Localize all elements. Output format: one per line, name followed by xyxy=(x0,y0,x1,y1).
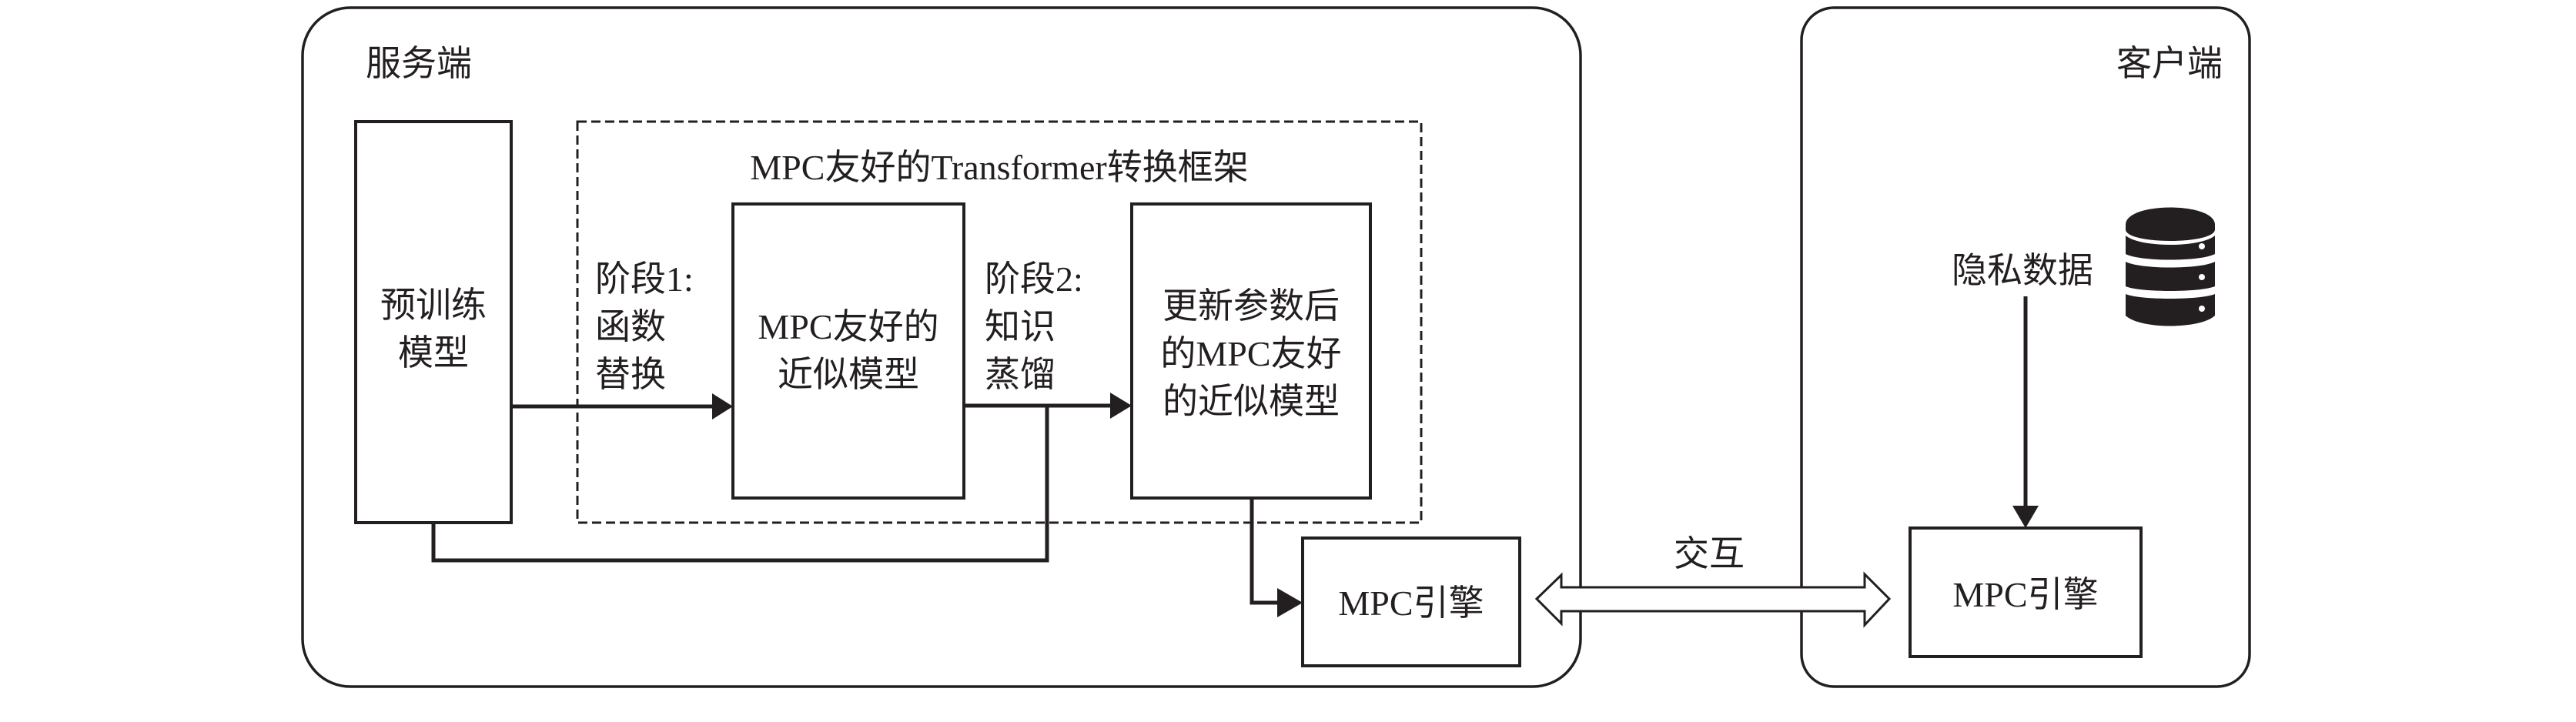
stage1-label-line-2: 函数 xyxy=(595,307,666,346)
stage2-label-line-3: 蒸馏 xyxy=(985,355,1055,394)
stage2-label-line-2: 知识 xyxy=(985,307,1055,346)
stage1-label: 阶段1: 函数 替换 xyxy=(595,259,694,394)
database-led-1 xyxy=(2199,243,2205,249)
updated-model-line-1: 更新参数后 xyxy=(1163,286,1340,326)
stage1-label-line-3: 替换 xyxy=(595,355,666,394)
updated-model-line-2: 的MPC友好 xyxy=(1160,334,1341,373)
conversion-framework: MPC友好的Transformer转换框架 xyxy=(576,120,1423,524)
distillation-teacher-connector xyxy=(431,406,1049,563)
approx-model-line-1: MPC友好的 xyxy=(758,307,938,346)
updated-model-node: 更新参数后 的MPC友好 的近似模型 xyxy=(1130,202,1372,500)
database-layer-3 xyxy=(2126,294,2215,326)
database-layer-2 xyxy=(2126,262,2215,291)
client-mpc-engine-label: MPC引擎 xyxy=(1952,575,2098,614)
stage2-label: 阶段2: 知识 蒸馏 xyxy=(985,259,1083,394)
client-boundary xyxy=(1800,6,2251,688)
private-data-label: 隐私数据 xyxy=(1952,251,2093,290)
framework-title: MPC友好的Transformer转换框架 xyxy=(750,148,1248,187)
stage2-label-line-1: 阶段2: xyxy=(985,259,1083,299)
database-layer-1 xyxy=(2126,236,2215,260)
deploy-arrow-line xyxy=(1250,498,1286,605)
bidirectional-arrow-icon xyxy=(1534,571,1892,628)
server-container: 服务端 xyxy=(301,6,1582,688)
deploy-arrow xyxy=(1250,498,1303,617)
pretrained-model-line-2: 模型 xyxy=(398,333,469,373)
database-led-2 xyxy=(2199,274,2205,280)
server-boundary xyxy=(301,6,1582,688)
client-title: 客户端 xyxy=(2116,44,2223,83)
interaction-label: 交互 xyxy=(1674,534,1745,573)
server-mpc-engine-label: MPC引擎 xyxy=(1338,583,1484,623)
updated-model-line-3: 的近似模型 xyxy=(1163,382,1340,421)
client-mpc-engine-node: MPC引擎 xyxy=(1909,526,2143,658)
approx-model-node: MPC友好的 近似模型 xyxy=(731,202,965,500)
deploy-arrowhead-icon xyxy=(1277,588,1303,617)
stage1-label-line-1: 阶段1: xyxy=(595,259,694,299)
server-mpc-engine-node: MPC引擎 xyxy=(1301,536,1521,667)
private-data-arrowhead-icon xyxy=(2012,506,2039,528)
database-led-3 xyxy=(2199,306,2205,312)
approx-model-box xyxy=(731,202,965,500)
pretrained-model-node: 预训练 模型 xyxy=(354,120,513,524)
stage2-arrowhead-icon xyxy=(1110,393,1132,419)
server-title: 服务端 xyxy=(366,44,472,83)
client-container: 客户端 xyxy=(1800,6,2251,688)
client-mpc-engine-box xyxy=(1909,526,2143,658)
private-data-node: 隐私数据 xyxy=(1952,207,2215,528)
server-mpc-engine-box xyxy=(1301,536,1521,667)
database-top-disk xyxy=(2126,207,2215,241)
updated-model-box xyxy=(1130,202,1372,500)
stage1-arrowhead-icon xyxy=(712,393,733,419)
pretrained-model-line-1: 预训练 xyxy=(380,286,487,325)
pretrained-model-box xyxy=(354,120,513,524)
stage2-arrow xyxy=(964,393,1132,419)
interaction-arrow: 交互 xyxy=(1534,534,1892,628)
database-icon xyxy=(2126,207,2215,326)
stage1-arrow xyxy=(511,393,733,419)
framework-boundary xyxy=(576,120,1423,524)
approx-model-line-2: 近似模型 xyxy=(778,355,919,394)
